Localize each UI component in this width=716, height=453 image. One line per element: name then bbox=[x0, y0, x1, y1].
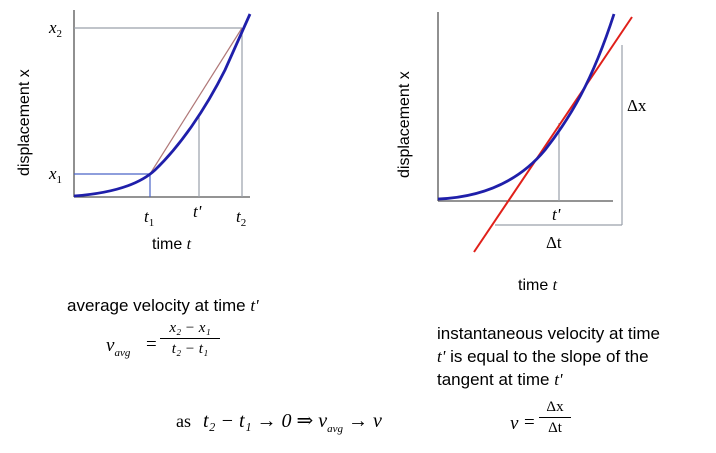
avg-velocity-numerator: x₂ − x₁ bbox=[169, 320, 211, 336]
limit-expression: t₂ − t₁ → 0 ⇒ v bbox=[203, 410, 328, 432]
right-x-tick-tprime: t' bbox=[552, 205, 561, 224]
left-displacement-curve bbox=[73, 13, 252, 198]
limit-statement: as t₂ − t₁ → 0 ⇒ vavg → v bbox=[176, 408, 382, 435]
avg-velocity-lhs: vavg bbox=[106, 335, 131, 359]
avg-velocity-formula: vavg = x₂ − x₁ t₂ − t₁ bbox=[106, 318, 236, 378]
y-tick-x1: x1 bbox=[48, 164, 62, 186]
avg-velocity-denominator: t₂ − t₁ bbox=[171, 341, 209, 357]
limit-tail: → v bbox=[343, 410, 382, 432]
delta-t-label: Δt bbox=[546, 233, 562, 252]
inst-velocity-fraction: Δx Δt bbox=[539, 399, 571, 436]
y-tick-x2: x2 bbox=[48, 18, 62, 40]
avg-caption-var: t' bbox=[250, 296, 259, 315]
x-tick-tprime: t' bbox=[193, 202, 202, 221]
avg-velocity-fraction: x₂ − x₁ t₂ − t₁ bbox=[160, 320, 220, 357]
delta-x-label: Δx bbox=[627, 96, 647, 115]
secant-line bbox=[149, 27, 243, 175]
limit-as: as bbox=[176, 411, 191, 431]
x-tick-t1: t1 bbox=[144, 207, 154, 229]
right-displacement-curve bbox=[437, 13, 616, 201]
right-y-axis-label: displacement x bbox=[396, 71, 413, 178]
inst-velocity-line-2: t' is equal to the slope of the bbox=[437, 347, 649, 366]
left-y-axis-label: displacement x bbox=[16, 69, 33, 176]
left-graph: displacement x x2 x1 t1 t' t2 time t bbox=[16, 10, 252, 253]
inst-velocity-line-1: instantaneous velocity at time bbox=[437, 324, 661, 343]
right-graph: displacement x t' Δt Δx time t bbox=[396, 12, 647, 294]
tangent-line bbox=[473, 16, 633, 253]
inst-velocity-denominator: Δt bbox=[548, 420, 562, 436]
left-x-axis-label: time t bbox=[152, 236, 192, 253]
avg-caption-text: average velocity at time bbox=[67, 296, 251, 315]
x-tick-t2: t2 bbox=[236, 207, 246, 229]
inst-velocity-numerator: Δx bbox=[546, 399, 564, 415]
inst-velocity-eq: = bbox=[524, 412, 535, 433]
avg-velocity-eq: = bbox=[146, 334, 157, 355]
right-x-axis-label: time t bbox=[518, 277, 558, 294]
avg-velocity-caption: average velocity at time t' bbox=[67, 295, 259, 316]
inst-velocity-formula: v = Δx Δt bbox=[510, 398, 590, 450]
inst-velocity-line-3: tangent at time t' bbox=[437, 370, 563, 389]
limit-sub: avg bbox=[327, 423, 344, 435]
inst-velocity-lhs: v bbox=[510, 413, 519, 434]
